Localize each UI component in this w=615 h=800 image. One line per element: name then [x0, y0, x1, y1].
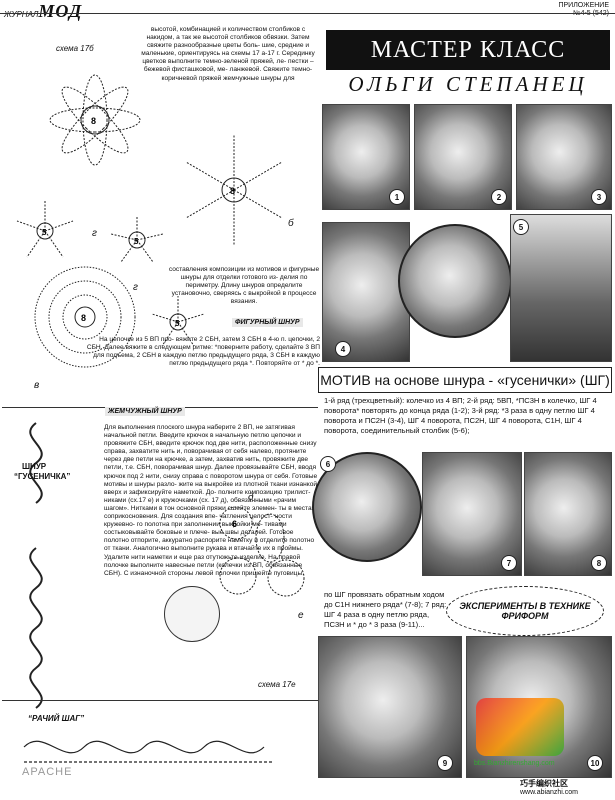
svg-text:5: 5	[175, 319, 180, 328]
figure-cord-title: ФИГУРНЫЙ ШНУР	[232, 318, 303, 327]
label-g-top: г	[92, 228, 97, 239]
step-photo-3: 3	[516, 104, 612, 210]
step-photo-round	[398, 224, 512, 338]
author-portrait-photo: 5	[510, 214, 612, 362]
step-photo-8: 8	[524, 452, 612, 576]
composition-text: составления композиции из мотивов и фигу…	[168, 266, 320, 306]
label-v: в	[34, 380, 40, 391]
label-e: е	[298, 610, 304, 621]
pearl-cord-title: ЖЕМЧУЖНЫЙ ШНУР	[105, 407, 185, 416]
site-url-1: bbs.Bianzhirenshang.com	[474, 760, 555, 767]
issue-info: ПРИЛОЖЕНИЕ№4-5 (542)	[558, 2, 609, 17]
trefoil-diagram: 6	[219, 506, 305, 597]
crab-step-label: “РАЧИЙ ШАГ”	[28, 714, 85, 723]
step-photo-9: 9	[318, 636, 462, 778]
hook-illustration	[164, 586, 220, 642]
pearl-cord-text: Для выполнения плоского шнура наберите 2…	[104, 424, 318, 577]
step-photo-1: 1	[322, 104, 410, 210]
cord-label: ШНУР	[22, 462, 47, 471]
caterpillar-label: “ГУСЕНИЧКА”	[14, 472, 71, 481]
label-d: д	[248, 492, 254, 503]
watermark: APACHE	[22, 766, 73, 778]
svg-text:8: 8	[81, 313, 86, 323]
svg-text:6: 6	[232, 519, 237, 529]
flower-diagram-small-right: 5	[151, 296, 205, 347]
flower-diagram-b: 8	[185, 135, 283, 245]
step-photo-4: 4	[322, 222, 410, 362]
experiments-label: ЭКСПЕРИМЕНТЫ В ТЕХНИКЕ ФРИФОРМ	[446, 586, 604, 636]
label-g-mid: г	[133, 282, 138, 293]
crab-step-diagram	[23, 740, 274, 763]
site-name: 巧手编织社区	[520, 779, 568, 788]
svg-text:5: 5	[42, 228, 47, 237]
intro-text: высотой, комбинацией и количеством столб…	[141, 26, 315, 82]
site-url-2: www.abianzhi.com	[520, 789, 578, 796]
magazine-title: ЖУРНАЛМОД	[4, 1, 83, 21]
master-class-banner: МАСТЕР КЛАСС	[326, 30, 610, 70]
figure-cord-text: На цепочке из 5 ВП про- вяжите 2 СБН, за…	[86, 336, 320, 368]
scheme-17b-caption: схема 17б	[56, 44, 94, 53]
round-motif-diagram: 8	[34, 266, 136, 368]
author-name: ОЛЬГИ СТЕПАНЕЦ	[348, 72, 588, 96]
step-photo-7: 7	[422, 452, 522, 576]
header-divider	[0, 13, 615, 14]
motif-section-title: МОТИВ на основе шнура - «гусенички» (ШГ)	[318, 367, 612, 393]
motif-instructions: 1-й ряд (трехцветный): колечко из 4 ВП; …	[324, 396, 597, 435]
svg-text:8: 8	[91, 116, 96, 126]
flower-diagram-small-mid: 5	[110, 216, 164, 263]
step-photo-6: 6	[312, 452, 422, 562]
label-b: б	[288, 218, 294, 229]
site-logo	[476, 698, 564, 756]
flower-diagram-large: 8	[49, 74, 141, 166]
flower-diagram-small-left: 5	[16, 201, 74, 258]
svg-text:8: 8	[230, 186, 235, 196]
cord-stitch-illustration	[29, 422, 43, 709]
bottom-divider	[2, 700, 318, 701]
step-photo-2: 2	[414, 104, 512, 210]
motif-instructions-cont: по ШГ провязать обратным ходом до С1Н ни…	[324, 590, 447, 629]
svg-text:5: 5	[134, 237, 139, 246]
scheme-17e-caption: схема 17е	[258, 680, 296, 689]
